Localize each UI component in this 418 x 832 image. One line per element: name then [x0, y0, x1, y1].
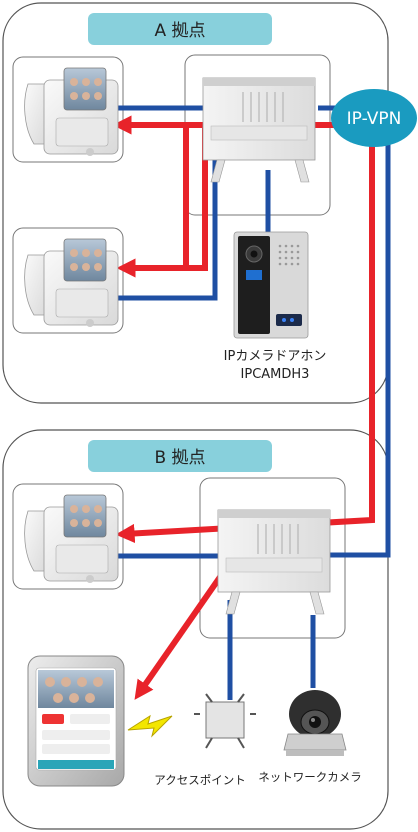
pbx-a-icon: [202, 77, 316, 183]
door-intercom-icon: [233, 231, 309, 339]
vpn-cloud: IP-VPN: [331, 89, 417, 147]
pbx-b-icon: [217, 509, 331, 615]
link-phone-a2-pbx: [110, 150, 218, 301]
site-a-label: A 拠点: [154, 21, 205, 41]
mobile-terminal-icon: [27, 655, 125, 787]
link-vpn-pbx-b: [320, 112, 391, 558]
desk-phone-a1-icon: [24, 67, 119, 156]
access-point-label: アクセスポイント: [154, 773, 245, 787]
desk-phone-a2-icon: [24, 238, 119, 327]
site-b-label: B 拠点: [154, 448, 205, 468]
network-camera-label: ネットワークカメラ: [258, 770, 362, 784]
vpn-label: IP-VPN: [347, 109, 402, 129]
call-to-site-b: [115, 132, 375, 544]
desk-phone-b1-icon: [24, 494, 119, 583]
wireless-signal-icon: [127, 714, 173, 738]
site-b-label-box: B 拠点: [88, 440, 272, 472]
site-a-label-box: A 拠点: [88, 13, 272, 45]
door-intercom-model: IPCAMDH3: [241, 367, 310, 382]
access-point-icon: [194, 693, 256, 749]
network-camera-icon: [283, 690, 347, 756]
door-intercom-name: IPカメラドアホン: [224, 349, 327, 364]
site-b-frame: [2, 429, 389, 830]
call-to-phone-a2: [116, 125, 208, 278]
